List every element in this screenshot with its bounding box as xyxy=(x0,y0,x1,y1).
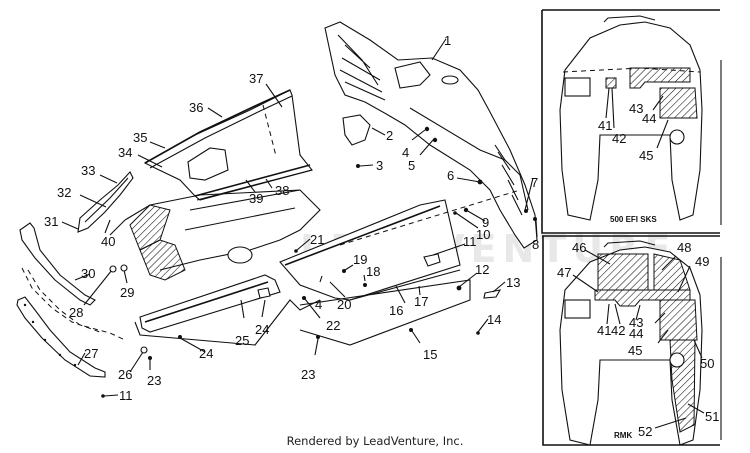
callout-7: 7 xyxy=(531,175,538,190)
part-windshield xyxy=(143,89,313,201)
callout-15: 15 xyxy=(423,347,437,362)
callout-45-rmk: 45 xyxy=(628,343,642,358)
callout-35: 35 xyxy=(133,130,147,145)
callout-29: 29 xyxy=(120,285,134,300)
callout-44: 44 xyxy=(642,111,656,126)
callout-30: 30 xyxy=(81,266,95,281)
callout-8: 8 xyxy=(532,237,539,252)
inset-500-efi-sks: 41 42 43 44 45 500 EFI SKS xyxy=(541,9,722,234)
callout-21: 21 xyxy=(310,232,324,247)
callout-labels: 1 2 3 4 5 6 7 8 9 10 11 12 13 14 15 16 1… xyxy=(44,33,539,403)
callout-18: 18 xyxy=(366,264,380,279)
callout-27: 27 xyxy=(84,346,98,361)
callout-41: 41 xyxy=(598,118,612,133)
part-nose-cone xyxy=(109,189,321,281)
callout-22: 22 xyxy=(326,318,340,333)
callout-43: 43 xyxy=(629,101,643,116)
callout-39: 39 xyxy=(249,191,263,206)
part-windshield-trim xyxy=(77,171,134,233)
callout-19: 19 xyxy=(353,252,367,267)
callout-26: 26 xyxy=(118,367,132,382)
callout-43-rmk: 43 xyxy=(629,315,643,330)
callout-23-lower: 23 xyxy=(147,373,161,388)
callout-6: 6 xyxy=(447,168,454,183)
callout-12: 12 xyxy=(475,262,489,277)
callout-32: 32 xyxy=(57,185,71,200)
callout-33: 33 xyxy=(81,163,95,178)
main-view: 1 2 3 4 5 6 7 8 9 10 11 12 13 14 15 16 1… xyxy=(16,21,539,403)
callout-11-lower: 11 xyxy=(119,388,133,403)
callout-38: 38 xyxy=(275,183,289,198)
callout-4-lower: 4 xyxy=(315,297,322,312)
callout-1: 1 xyxy=(444,33,451,48)
callout-20: 20 xyxy=(337,297,351,312)
callout-16: 16 xyxy=(389,303,403,318)
part-lower-bumper xyxy=(16,296,106,378)
leader-lines xyxy=(61,38,538,398)
callout-48: 48 xyxy=(677,240,691,255)
inset-rmk: 46 47 48 49 41 42 43 44 45 50 51 52 RMK xyxy=(542,235,722,446)
callout-13: 13 xyxy=(506,275,520,290)
callout-47: 47 xyxy=(557,265,571,280)
inset-caption-rmk: RMK xyxy=(614,431,632,440)
callout-3: 3 xyxy=(376,158,383,173)
callout-24-lower: 24 xyxy=(199,346,213,361)
callout-50: 50 xyxy=(700,356,714,371)
callout-31: 31 xyxy=(44,214,58,229)
callout-36: 36 xyxy=(189,100,203,115)
callout-25: 25 xyxy=(235,333,249,348)
callout-51: 51 xyxy=(705,409,719,424)
callout-42: 42 xyxy=(612,131,626,146)
callout-2: 2 xyxy=(386,128,393,143)
callout-46: 46 xyxy=(572,240,586,255)
callout-10: 10 xyxy=(476,227,490,242)
callout-49: 49 xyxy=(695,254,709,269)
callout-28: 28 xyxy=(69,305,83,320)
callout-45: 45 xyxy=(639,148,653,163)
callout-17: 17 xyxy=(414,294,428,309)
callout-41-rmk: 41 xyxy=(597,323,611,338)
callout-40: 40 xyxy=(101,234,115,249)
part-bumper-trim xyxy=(19,222,126,341)
callout-44-rmk: 44 xyxy=(629,326,643,341)
callout-24: 24 xyxy=(255,322,269,337)
callout-37: 37 xyxy=(249,71,263,86)
callout-34: 34 xyxy=(118,145,132,160)
callout-5: 5 xyxy=(408,158,415,173)
callout-42-rmk: 42 xyxy=(611,323,625,338)
callout-9: 9 xyxy=(482,215,489,230)
callout-14: 14 xyxy=(487,312,501,327)
part-side-rail-left xyxy=(134,274,321,346)
callout-4: 4 xyxy=(402,145,409,160)
inset-caption-500-efi-sks: 500 EFI SKS xyxy=(610,215,657,224)
part-side-panel xyxy=(324,21,538,249)
footer-credit: Rendered by LeadVenture, Inc. xyxy=(286,434,464,448)
callout-23: 23 xyxy=(301,367,315,382)
part-side-rail-right xyxy=(279,199,502,346)
callout-52: 52 xyxy=(638,424,652,439)
callout-11: 11 xyxy=(463,234,477,249)
